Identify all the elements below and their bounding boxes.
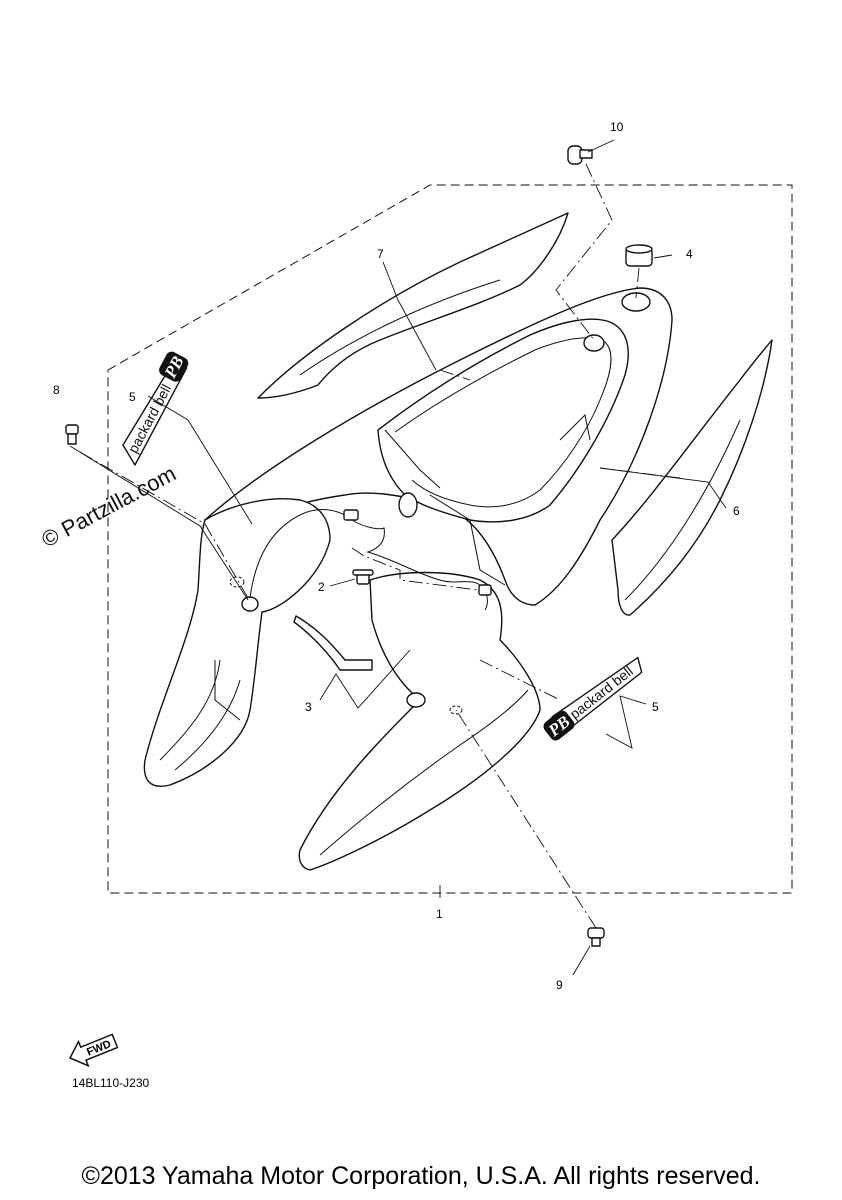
- trim-piece: [293, 615, 373, 671]
- connector-a: [343, 509, 359, 521]
- cap: [625, 244, 653, 267]
- callout-3: 3: [305, 700, 312, 714]
- callout-10: 10: [610, 120, 624, 134]
- decal-right: PB packard bell: [543, 656, 643, 741]
- assembly-boundary: [107, 184, 793, 894]
- decal-right-brand: packard bell: [567, 663, 636, 722]
- callout-9: 9: [556, 978, 563, 992]
- decal-left: PB packard bell: [122, 351, 189, 466]
- side-cover-right: [298, 571, 541, 871]
- callout-6: 6: [733, 504, 740, 518]
- callout-5-right: 5: [652, 700, 659, 714]
- connector-b: [478, 584, 492, 596]
- screw-8: [65, 424, 79, 445]
- leader-lines: [69, 139, 727, 976]
- callout-4: 4: [686, 247, 693, 261]
- fwd-arrow-icon: FWD: [68, 1033, 119, 1068]
- screw-9: [587, 927, 605, 947]
- copyright-notice: ©2013 Yamaha Motor Corporation, U.S.A. A…: [81, 1162, 761, 1190]
- callout-8: 8: [53, 383, 60, 397]
- grommet-fastener: [352, 569, 374, 585]
- callout-5-left: 5: [129, 390, 136, 404]
- alignment-lines: [79, 163, 681, 929]
- tail-cowl-upper: [204, 287, 673, 606]
- callout-1: 1: [436, 907, 443, 921]
- callout-2: 2: [318, 580, 325, 594]
- callout-7: 7: [377, 247, 384, 261]
- tail-panel-right: [611, 339, 773, 616]
- wire-harness: [249, 509, 488, 611]
- diagram-code: 14BL110-J230: [72, 1076, 150, 1090]
- side-cover-left: [143, 498, 331, 787]
- bolt-10: [567, 145, 593, 165]
